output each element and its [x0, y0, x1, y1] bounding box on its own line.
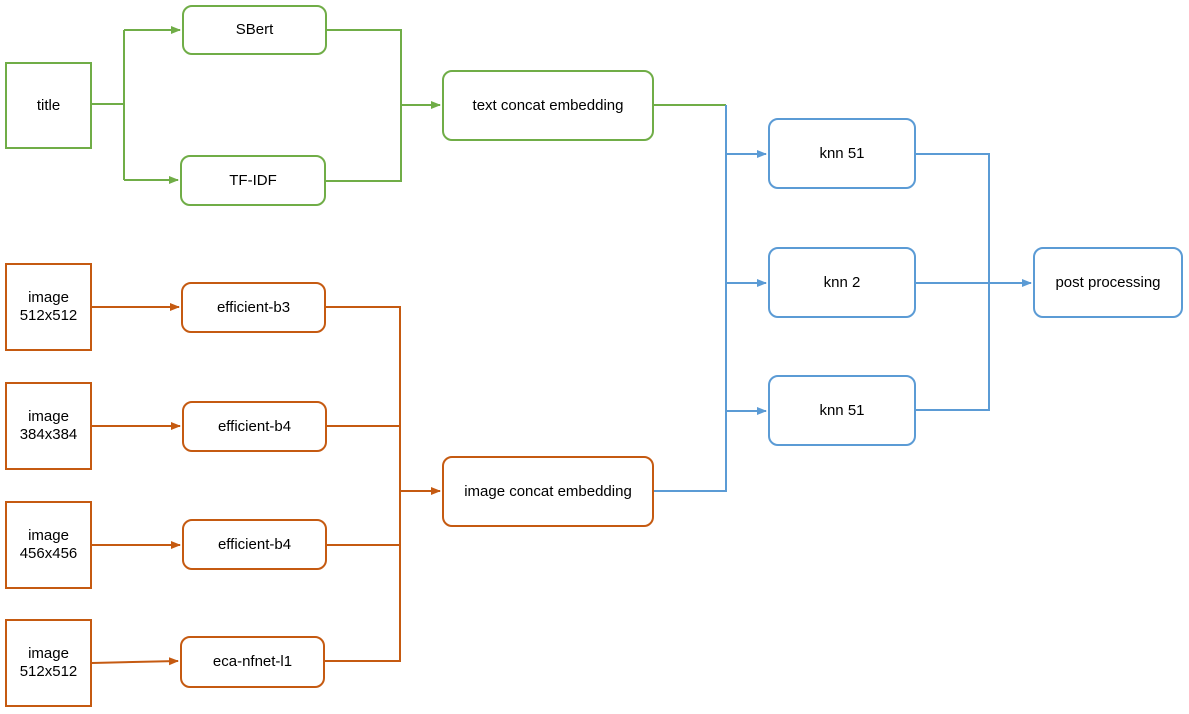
sbert-node: SBert — [182, 5, 327, 55]
image-input-1-line2: 512x512 — [19, 307, 78, 324]
knn-label-2: knn 2 — [823, 273, 861, 291]
post-processing-node: post processing — [1033, 247, 1183, 318]
efficient-b4-node-2: efficient-b4 — [182, 519, 327, 570]
knn-node-3: knn 51 — [768, 375, 916, 446]
image-input-2-line1: image — [28, 408, 69, 425]
image-input-1-line1: image — [28, 289, 69, 306]
sbert-node-label: SBert — [235, 21, 274, 38]
eca-nfnet-node: eca-nfnet-l1 — [180, 636, 325, 688]
tfidf-node-label: TF-IDF — [229, 171, 277, 189]
image-input-3-line2: 456x456 — [19, 545, 78, 562]
text-concat-embedding-node: text concat embedding — [442, 70, 654, 141]
image-input-label-3: image 456x456 — [20, 527, 78, 563]
image-concat-embedding-label: image concat embedding — [464, 482, 632, 500]
image-input-2-line2: 384x384 — [19, 426, 78, 443]
knn-label-3: knn 51 — [819, 401, 865, 419]
post-processing-label: post processing — [1055, 273, 1161, 291]
edge-title-split — [92, 30, 125, 180]
image-input-node-3: image 456x456 — [5, 501, 92, 589]
efficient-b3-label: efficient-b3 — [216, 298, 291, 316]
edge-sbert-merge — [326, 29, 402, 182]
image-input-4-line1: image — [28, 645, 69, 662]
tfidf-node: TF-IDF — [180, 155, 326, 206]
text-concat-embedding-label: text concat embedding — [472, 96, 624, 114]
edge-image-concat-out — [654, 105, 727, 492]
image-input-node-1: image 512x512 — [5, 263, 92, 351]
knn-node-1: knn 51 — [768, 118, 916, 189]
image-concat-embedding-node: image concat embedding — [442, 456, 654, 527]
knn-node-2: knn 2 — [768, 247, 916, 318]
image-input-label-2: image 384x384 — [20, 408, 78, 444]
title-node-label: title — [36, 96, 61, 114]
image-input-node-4: image 512x512 — [5, 619, 92, 707]
knn-label-1: knn 51 — [819, 144, 865, 162]
efficient-b3-node: efficient-b3 — [181, 282, 326, 333]
image-input-node-2: image 384x384 — [5, 382, 92, 470]
title-node: title — [5, 62, 92, 149]
efficient-b4-label-1: efficient-b4 — [217, 417, 292, 435]
eca-nfnet-label: eca-nfnet-l1 — [212, 653, 293, 670]
image-input-label-1: image 512x512 — [20, 289, 78, 325]
edge-image4-to-nfnet — [91, 657, 179, 666]
image-input-3-line1: image — [28, 527, 69, 544]
efficient-b4-label-2: efficient-b4 — [217, 535, 292, 553]
efficient-b4-node-1: efficient-b4 — [182, 401, 327, 452]
edge-backbones-merge — [325, 306, 401, 662]
image-input-4-line2: 512x512 — [19, 663, 78, 680]
image-input-label-4: image 512x512 — [20, 645, 78, 681]
